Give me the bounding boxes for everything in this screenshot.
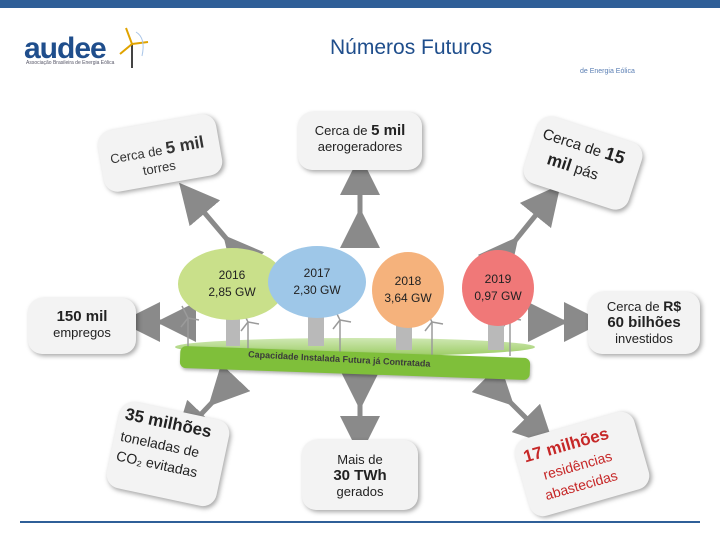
pas-unit: mil: [544, 149, 575, 175]
tree-year: 2016: [218, 268, 246, 282]
twh-unit: gerados: [336, 484, 384, 499]
bottom-rule: [20, 521, 700, 523]
arrow-bottom-right: [471, 363, 555, 447]
aero-unit: aerogeradores: [317, 139, 403, 154]
arrow-top-left: [179, 182, 265, 279]
invest-prefix: Cerca de: [606, 299, 660, 314]
torres-number: 5 mil: [164, 132, 206, 158]
invest-currency: R$: [663, 298, 682, 314]
tree-2017: 2017 2,30 GW: [268, 246, 366, 318]
tree-2018: 2018 3,64 GW: [372, 252, 444, 328]
page-subtitle: de Energia Eólica: [580, 68, 635, 75]
tree-value: 0,97 GW: [474, 289, 522, 303]
tree-year: 2018: [394, 274, 422, 288]
pas-number: 15: [602, 142, 628, 169]
twh-prefix: Mais de: [337, 452, 383, 467]
empregos-number: 150 mil: [56, 308, 108, 325]
empregos-unit: empregos: [53, 325, 111, 340]
card-investidos: Cerca de R$ 60 bilhões investidos: [588, 292, 700, 354]
tree-year: 2017: [303, 266, 331, 280]
pas-suffix: pás: [572, 160, 601, 184]
invest-unit: investidos: [615, 331, 673, 346]
aero-number: 5 mil: [371, 122, 406, 139]
invest-number: 60 bilhões: [607, 314, 681, 331]
top-bar: [0, 0, 720, 8]
tree-2019: 2019 0,97 GW: [462, 250, 534, 326]
card-empregos: 150 mil empregos: [28, 298, 136, 354]
wind-turbine-logo-icon: [119, 27, 149, 68]
logo-tagline: Associação Brasileira de Energia Eólica: [26, 60, 115, 66]
logo: audee: [24, 32, 107, 65]
tree-year: 2019: [484, 272, 512, 286]
page-title: Números Futuros: [330, 36, 493, 59]
tree-value: 2,30 GW: [293, 283, 341, 297]
card-twh: Mais de 30 TWh gerados: [302, 440, 418, 510]
aero-prefix: Cerca de: [314, 123, 368, 138]
twh-number: 30 TWh: [333, 467, 387, 484]
tree-value: 3,64 GW: [384, 291, 432, 305]
card-aerogeradores: Cerca de 5 mil aerogeradores: [298, 112, 422, 170]
tree-value: 2,85 GW: [208, 285, 256, 299]
arrow-top-right: [477, 184, 561, 281]
